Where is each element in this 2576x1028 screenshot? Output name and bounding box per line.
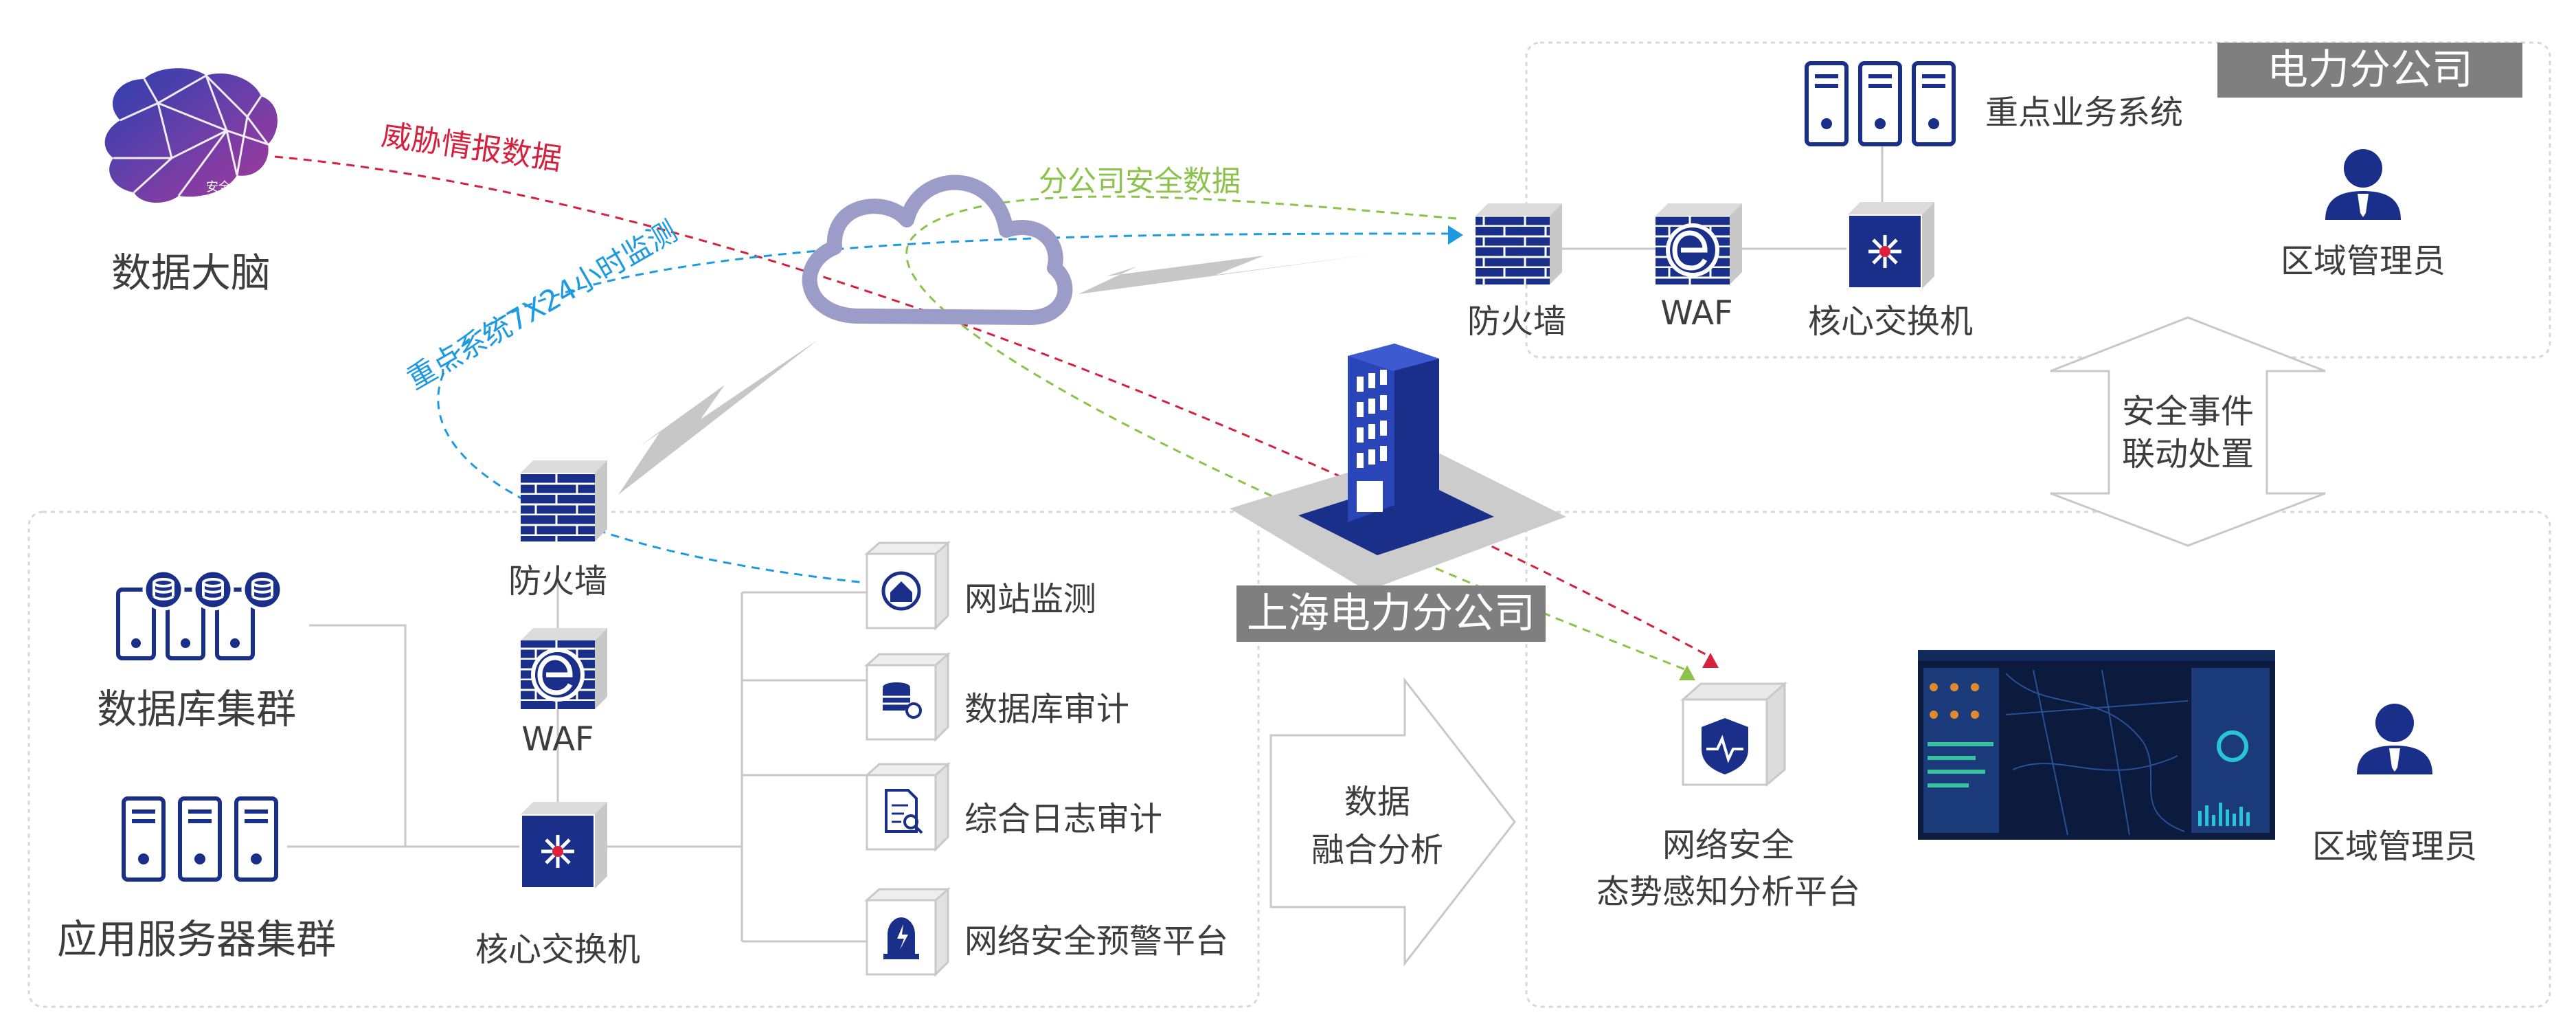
local-core-switch-label: 核心交换机 bbox=[475, 930, 641, 969]
log-audit-icon bbox=[864, 761, 951, 852]
branch-waf-label: WAF bbox=[1660, 294, 1733, 333]
db-cluster-label: 数据库集群 bbox=[96, 686, 297, 733]
lightning-bolt-icon bbox=[618, 340, 817, 495]
tool-database-audit: 数据库审计 bbox=[964, 690, 1130, 728]
linkage-line-2: 联动处置 bbox=[2121, 435, 2254, 473]
firewall-icon bbox=[521, 460, 607, 541]
core-switch-icon bbox=[519, 802, 607, 890]
dashboard-screenshot bbox=[1918, 650, 2275, 840]
local-firewall-label: 防火墙 bbox=[508, 562, 608, 601]
waf-icon bbox=[521, 628, 607, 709]
threat-arrowhead bbox=[1702, 653, 1719, 668]
waf-icon bbox=[1656, 203, 1742, 284]
threat-intel-flow bbox=[274, 155, 1710, 658]
key-systems-label: 重点业务系统 bbox=[1985, 93, 2184, 132]
platform-line-2: 态势感知分析平台 bbox=[1596, 873, 1861, 911]
lightning-bolt-icon bbox=[1078, 254, 1374, 294]
brain-logo-text-2: 数据大脑 bbox=[194, 195, 240, 208]
core-switch-icon bbox=[1846, 202, 1934, 290]
brain-label: 数据大脑 bbox=[111, 249, 271, 296]
linkage-text: 安全事件 联动处置 bbox=[2085, 390, 2291, 476]
database-cluster-icon bbox=[116, 568, 284, 660]
hq-building-icon bbox=[1230, 344, 1566, 591]
platform-region bbox=[1525, 511, 2551, 1008]
website-monitor-icon bbox=[864, 540, 951, 631]
fusion-arrow bbox=[1269, 677, 1516, 967]
app-server-cluster-icon bbox=[122, 796, 278, 882]
branch-core-switch-label: 核心交换机 bbox=[1807, 302, 1974, 341]
admin-person-icon bbox=[2357, 704, 2432, 774]
app-cluster-label: 应用服务器集群 bbox=[56, 916, 337, 963]
branch-office-title: 电力分公司 bbox=[2217, 43, 2522, 98]
security-alert-icon bbox=[864, 886, 951, 977]
tool-website-monitor: 网站监测 bbox=[964, 580, 1097, 618]
monitoring-arrowhead bbox=[1448, 225, 1463, 245]
tool-alert-platform: 网络安全预警平台 bbox=[964, 922, 1229, 961]
branch-office-region bbox=[1525, 41, 2551, 359]
brain-logo bbox=[104, 68, 278, 203]
fusion-line-2: 融合分析 bbox=[1311, 831, 1443, 869]
connector-lines bbox=[287, 144, 1884, 943]
branch-firewall-label: 防火墙 bbox=[1467, 302, 1567, 341]
linkage-double-arrow bbox=[2050, 316, 2326, 547]
fusion-line-1: 数据 bbox=[1344, 783, 1410, 821]
branch-security-label: 分公司安全数据 bbox=[1039, 164, 1241, 198]
hq-title: 上海电力分公司 bbox=[1236, 585, 1546, 642]
cloud-icon bbox=[802, 175, 1073, 325]
branch-admin-label: 区域管理员 bbox=[2280, 242, 2446, 280]
fusion-text: 数据 融合分析 bbox=[1291, 778, 1463, 874]
platform-admin-label: 区域管理员 bbox=[2312, 827, 2478, 866]
server-detail bbox=[1815, 74, 1945, 129]
linkage-line-1: 安全事件 bbox=[2121, 392, 2254, 431]
database-audit-icon bbox=[864, 651, 951, 742]
local-network-region bbox=[27, 511, 1260, 1008]
platform-line-1: 网络安全 bbox=[1662, 826, 1795, 864]
admin-person-icon bbox=[2325, 149, 2401, 220]
tool-log-audit: 综合日志审计 bbox=[964, 800, 1163, 838]
server-icon bbox=[1805, 61, 1956, 146]
security-platform-icon bbox=[1680, 681, 1787, 787]
local-waf-label: WAF bbox=[521, 720, 594, 759]
branch-arrowhead bbox=[1679, 665, 1695, 680]
firewall-icon bbox=[1476, 203, 1562, 284]
brain-logo-text-1: 安全 bbox=[206, 180, 231, 194]
